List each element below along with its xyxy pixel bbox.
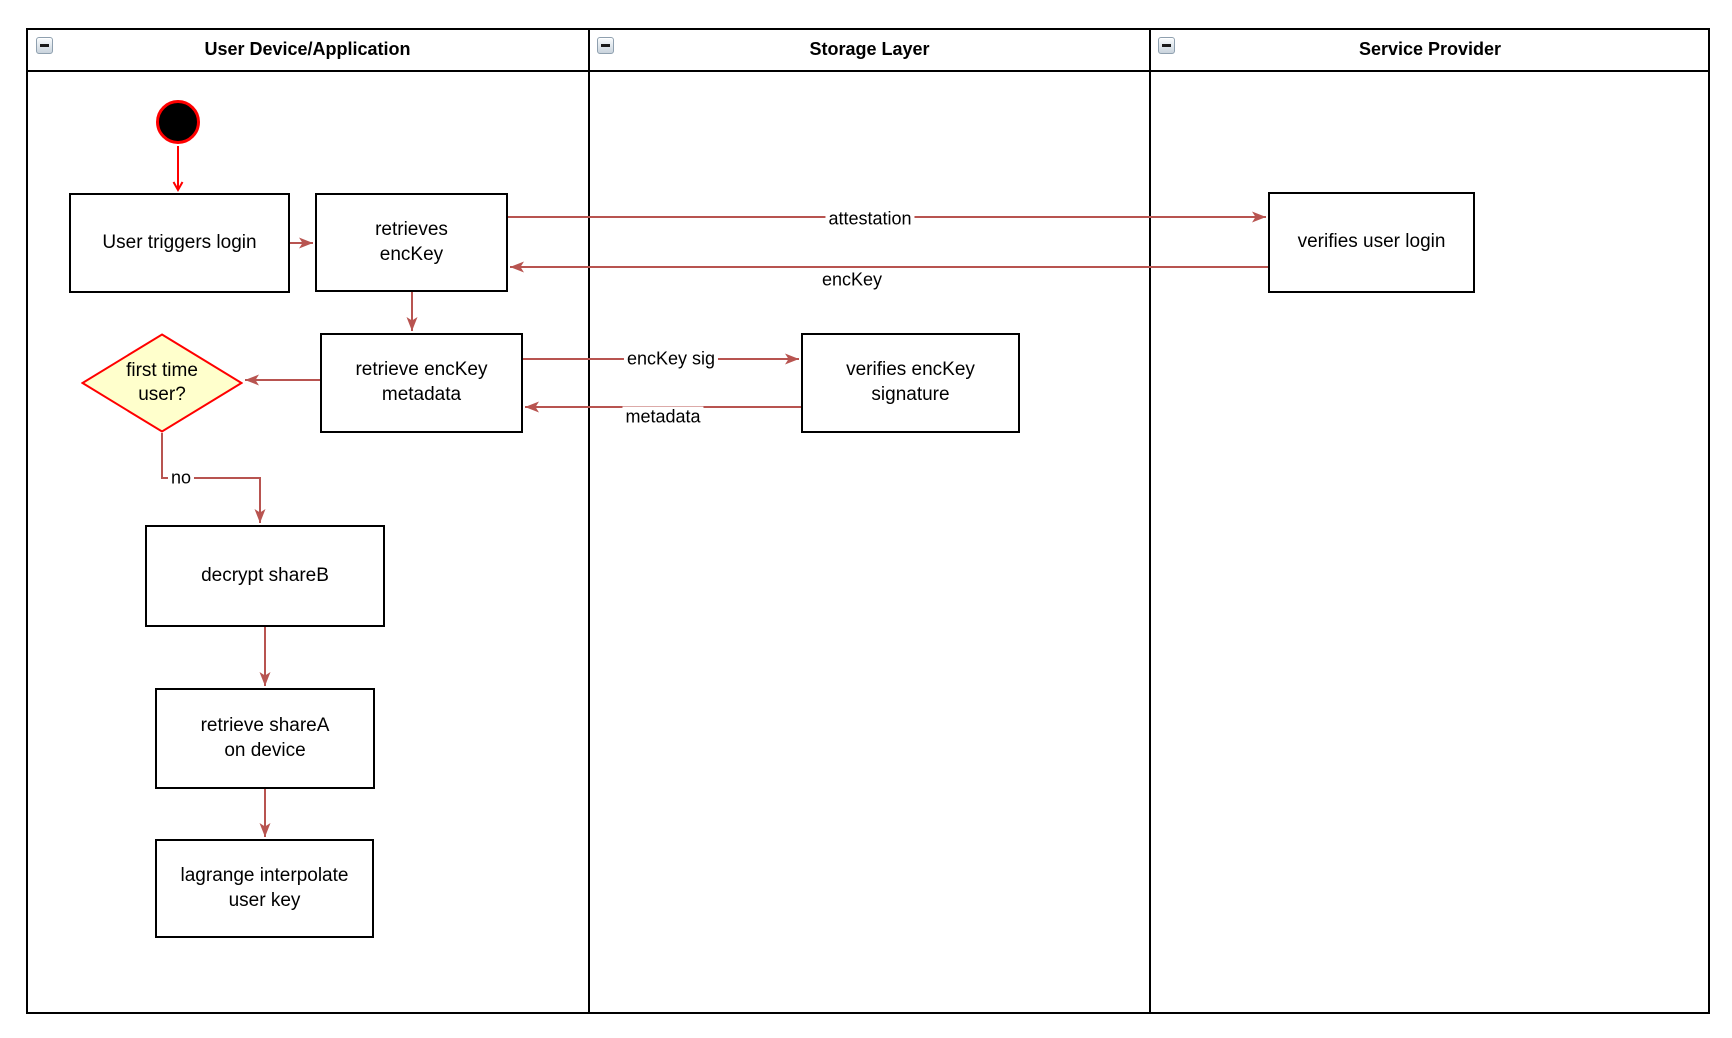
edge-label-no: no bbox=[167, 467, 195, 489]
collapse-lane-button[interactable] bbox=[597, 37, 614, 54]
edge-label-enckey: encKey bbox=[818, 269, 886, 291]
collapse-lane-button[interactable] bbox=[36, 37, 53, 54]
lane-title-label: Storage Layer bbox=[809, 38, 930, 59]
header-divider bbox=[26, 70, 1710, 72]
lane-title-label: User Device/Application bbox=[204, 38, 411, 59]
node-user-triggers-login[interactable]: User triggers login bbox=[69, 193, 290, 293]
node-verifies-user-login[interactable]: verifies user login bbox=[1268, 192, 1475, 293]
node-label: first time user? bbox=[126, 360, 198, 405]
node-label: User triggers login bbox=[102, 231, 257, 253]
decision-diamond-polygon bbox=[81, 333, 243, 433]
lane-divider-2 bbox=[1149, 28, 1151, 1014]
node-label: verifies user login bbox=[1297, 231, 1446, 253]
lane-title-storage-layer[interactable]: Storage Layer bbox=[589, 28, 1150, 70]
node-label: retrieve encKey metadata bbox=[355, 359, 488, 405]
collapse-lane-button[interactable] bbox=[1158, 37, 1175, 54]
node-label: retrieves encKey bbox=[375, 218, 448, 265]
node-retrieve-sharea[interactable]: retrieve shareA on device bbox=[155, 688, 375, 789]
edge-label-enckey-sig: encKey sig bbox=[623, 348, 719, 370]
lane-title-user-device[interactable]: User Device/Application bbox=[26, 28, 589, 70]
lane-title-service-provider[interactable]: Service Provider bbox=[1150, 28, 1710, 70]
node-label: retrieve shareA on device bbox=[200, 714, 330, 761]
node-label: decrypt shareB bbox=[201, 564, 329, 586]
lane-title-label: Service Provider bbox=[1358, 38, 1502, 59]
node-label: verifies encKey signature bbox=[846, 359, 975, 405]
lane-divider-1 bbox=[588, 28, 590, 1014]
node-verifies-enckey-signature[interactable]: verifies encKey signature bbox=[801, 333, 1020, 433]
edge-label-metadata: metadata bbox=[622, 406, 704, 428]
node-retrieves-enckey[interactable]: retrieves encKey bbox=[315, 193, 508, 292]
minus-icon bbox=[601, 44, 610, 47]
node-lagrange-interpolate[interactable]: lagrange interpolate user key bbox=[155, 839, 374, 938]
start-node[interactable] bbox=[156, 100, 200, 144]
minus-icon bbox=[40, 44, 49, 47]
minus-icon bbox=[1162, 44, 1171, 47]
decision-first-time-user[interactable]: first time user? bbox=[81, 333, 243, 433]
node-retrieve-enckey-metadata[interactable]: retrieve encKey metadata bbox=[320, 333, 523, 433]
edge-label-attestation: attestation bbox=[825, 208, 915, 230]
decision-diamond-shape bbox=[81, 333, 243, 433]
node-decrypt-shareb[interactable]: decrypt shareB bbox=[145, 525, 385, 627]
node-label: lagrange interpolate user key bbox=[180, 864, 349, 911]
